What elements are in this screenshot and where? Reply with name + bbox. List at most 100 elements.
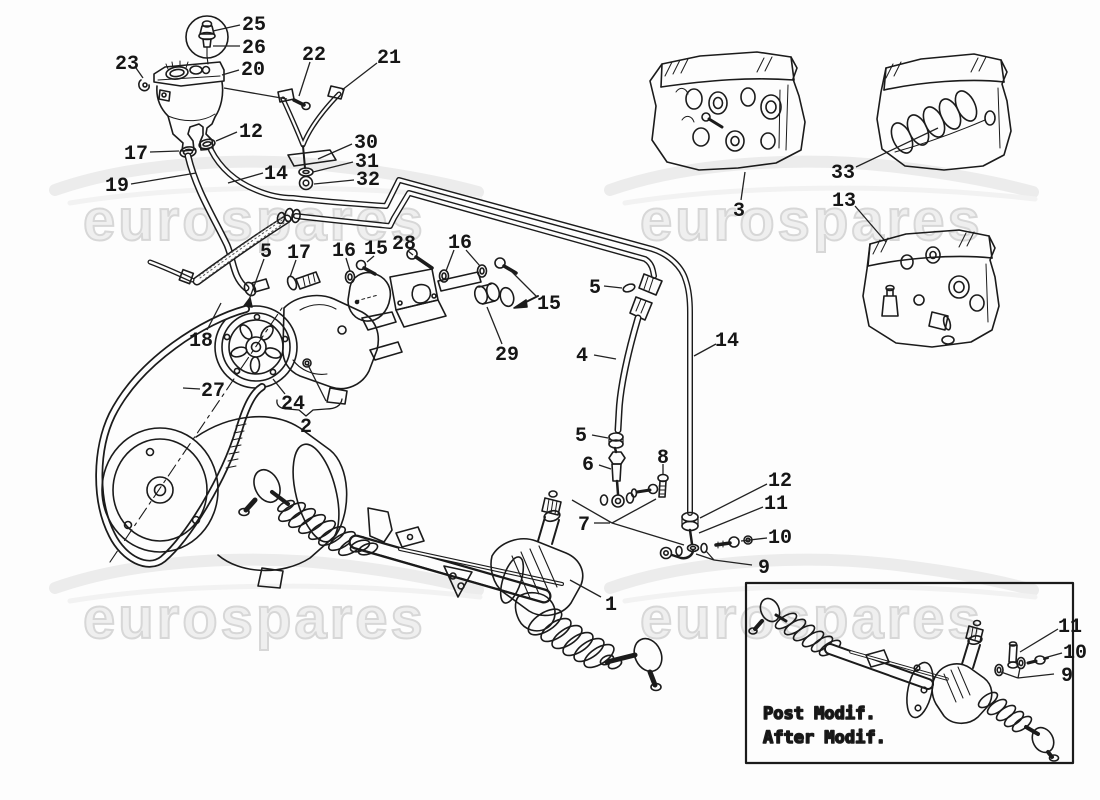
leader-line <box>465 249 481 267</box>
part-callout-27: 27 <box>201 380 225 403</box>
leader-line <box>221 69 240 76</box>
parts-bag-13 <box>862 229 1000 348</box>
part-callout-16: 16 <box>448 232 472 255</box>
leader-line <box>307 364 327 402</box>
part-callout-15: 15 <box>537 293 561 316</box>
leader-line <box>698 506 764 534</box>
leader-line <box>603 285 623 289</box>
part-callout-15: 15 <box>364 238 388 261</box>
leader-line <box>313 179 355 185</box>
part-callout-32: 32 <box>356 169 380 192</box>
parts-bag-3 <box>649 51 806 171</box>
leader-line <box>611 498 657 524</box>
part-callout-20: 20 <box>241 59 265 82</box>
leader-line <box>366 255 375 263</box>
leader-line <box>206 302 222 331</box>
part-callout-6: 6 <box>582 454 594 477</box>
part-callout-26: 26 <box>242 37 266 60</box>
leader-line <box>713 559 753 566</box>
part-callout-11: 11 <box>1058 616 1082 639</box>
leader-line <box>130 172 197 185</box>
part-callout-14: 14 <box>264 163 288 186</box>
part-callout-29: 29 <box>495 344 519 367</box>
part-callout-5: 5 <box>575 425 587 448</box>
gasket-part-30 <box>287 149 337 167</box>
leader-line <box>272 378 286 395</box>
part-callout-33: 33 <box>831 162 855 185</box>
part-callout-21: 21 <box>377 47 401 70</box>
leader-line <box>699 483 768 519</box>
leader-line <box>248 258 265 301</box>
part-callout-30: 30 <box>354 132 378 155</box>
leader-line <box>341 62 378 91</box>
leader-line <box>507 267 538 298</box>
leader-line <box>312 161 354 173</box>
leader-line <box>182 387 201 390</box>
drive-belt-and-compressor-drawing <box>99 309 393 589</box>
post-modification-inset: Post Modif. After Modif. <box>744 581 1075 765</box>
tie-rod-end-right <box>633 637 663 673</box>
leader-line <box>227 172 264 184</box>
part-callout-8: 8 <box>657 447 669 470</box>
leader-line <box>1019 628 1059 653</box>
leader-line <box>486 306 503 345</box>
bolt-part-8 <box>657 473 669 498</box>
part-callout-2: 2 <box>300 416 312 439</box>
part-callout-17: 17 <box>124 143 148 166</box>
watermark-text: eurospares <box>639 586 983 651</box>
part-callout-13: 13 <box>832 190 856 213</box>
part-callout-28: 28 <box>392 233 416 256</box>
inset-steering-rack-drawing <box>748 597 1060 762</box>
fluid-reservoir-drawing <box>138 15 229 158</box>
leader-line <box>212 24 241 32</box>
fitting-part-18 <box>178 268 195 285</box>
part-callout-18: 18 <box>189 330 213 353</box>
part-callout-1: 1 <box>605 594 617 617</box>
leader-line <box>445 249 455 272</box>
leader-line <box>345 257 351 272</box>
leader-line <box>569 579 602 598</box>
inset-label-line1: Post Modif. <box>763 704 876 724</box>
watermark-text: eurospares <box>639 188 983 253</box>
leader-line <box>705 550 715 561</box>
leader-line <box>695 553 715 561</box>
leader-line <box>298 61 311 97</box>
leader-line <box>317 143 353 160</box>
nut-part-32 <box>298 175 314 191</box>
part-callout-31: 31 <box>355 151 379 174</box>
pump-mounting-bracket-drawing <box>344 248 539 328</box>
leader-line <box>289 259 297 278</box>
leader-line <box>1043 652 1063 659</box>
watermark-text: eurospares <box>82 586 426 651</box>
part-callout-24: 24 <box>281 393 305 416</box>
part-callout-10: 10 <box>768 527 792 550</box>
part-callout-10: 10 <box>1063 642 1087 665</box>
part-callout-9: 9 <box>758 557 770 580</box>
fitting-stack-5-6 <box>599 432 659 508</box>
part-callout-22: 22 <box>302 44 326 67</box>
group-brace <box>276 398 343 417</box>
inset-label-line2: After Modif. <box>763 728 886 748</box>
hose-and-pipe-runs <box>150 150 753 560</box>
washer-part-16b <box>438 269 450 283</box>
leader-line <box>593 354 617 360</box>
part-callout-9: 9 <box>1061 665 1073 688</box>
part-callout-19: 19 <box>105 175 129 198</box>
tie-rod-end-left <box>253 468 281 504</box>
hose-clamp-12 <box>198 138 216 150</box>
leader-line <box>407 250 414 256</box>
leader-line <box>1017 673 1055 679</box>
steering-rack-drawing <box>238 468 663 692</box>
part-callout-25: 25 <box>242 14 266 37</box>
bolt-part-15b <box>494 257 506 269</box>
part-callout-5: 5 <box>589 277 601 300</box>
part-callout-3: 3 <box>733 200 745 223</box>
inset-fitting-parts-9-11 <box>994 641 1049 677</box>
support-bracket-drawing <box>277 85 345 191</box>
part-callout-23: 23 <box>115 53 139 76</box>
leader-line <box>1017 667 1021 679</box>
clip-part-5 <box>622 283 636 293</box>
part-callout-12: 12 <box>768 470 792 493</box>
